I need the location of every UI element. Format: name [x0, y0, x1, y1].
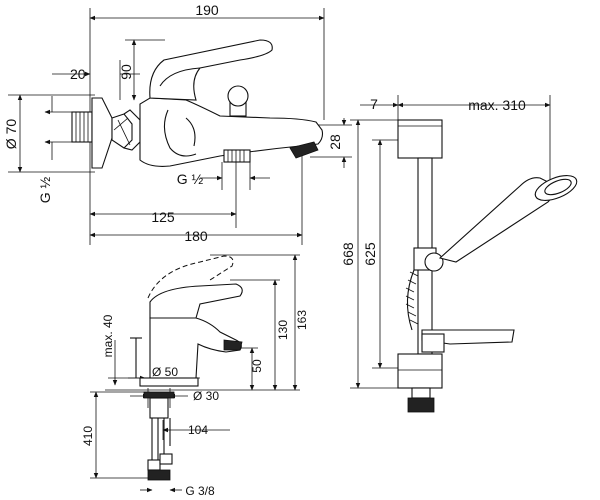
dim-diameter-30-label: Ø 30 — [193, 389, 219, 403]
lever-travel-outline — [147, 255, 234, 299]
dim-28-label: 28 — [327, 134, 343, 150]
bath-mixer-drawing: 190 20 90 Ø 70 G ½ G ½ 28 125 180 — [3, 2, 352, 245]
dim-180-label: 180 — [184, 228, 208, 244]
diverter-knob — [227, 85, 249, 107]
dim-668-label: 668 — [340, 242, 356, 266]
spout-outlet — [289, 141, 319, 159]
mixer-lever — [149, 39, 273, 101]
dim-20-label: 20 — [70, 66, 86, 82]
dim-104-label: 104 — [188, 423, 208, 437]
dim-diameter-50-label: Ø 50 — [152, 365, 178, 379]
dim-7-label: 7 — [370, 96, 378, 112]
dim-max-310-label: max. 310 — [468, 97, 526, 113]
wall-thread — [71, 111, 93, 143]
dim-90-label: 90 — [118, 64, 134, 80]
dim-max-40-label: max. 40 — [101, 314, 115, 357]
connection-thread — [147, 469, 171, 481]
rail-bottom-bracket — [397, 353, 443, 389]
escutcheon — [91, 97, 113, 169]
mounting-nut — [143, 391, 175, 399]
dim-50-label: 50 — [250, 359, 264, 373]
dim-163-label: 163 — [295, 310, 309, 330]
dim-130-label: 130 — [276, 320, 290, 340]
dim-g-3-8-label: G 3/8 — [185, 484, 215, 498]
dim-625-label: 625 — [362, 242, 378, 266]
dim-410-label: 410 — [81, 426, 95, 446]
hose-connector — [407, 397, 435, 413]
shower-rail-drawing: 7 max. 310 668 625 — [340, 95, 578, 413]
dim-thread-wall-label: G ½ — [37, 176, 53, 203]
dim-190-label: 190 — [195, 2, 219, 18]
dim-thread-outlet-label: G ½ — [177, 171, 204, 187]
basin-lever — [149, 283, 243, 319]
mixer-body — [139, 97, 324, 167]
dim-125-label: 125 — [151, 209, 175, 225]
rail-slider — [424, 252, 444, 272]
dim-diameter-70-label: Ø 70 — [3, 119, 19, 150]
basin-mixer-drawing: max. 40 Ø 50 Ø 30 50 130 163 410 104 G 3… — [81, 254, 309, 498]
